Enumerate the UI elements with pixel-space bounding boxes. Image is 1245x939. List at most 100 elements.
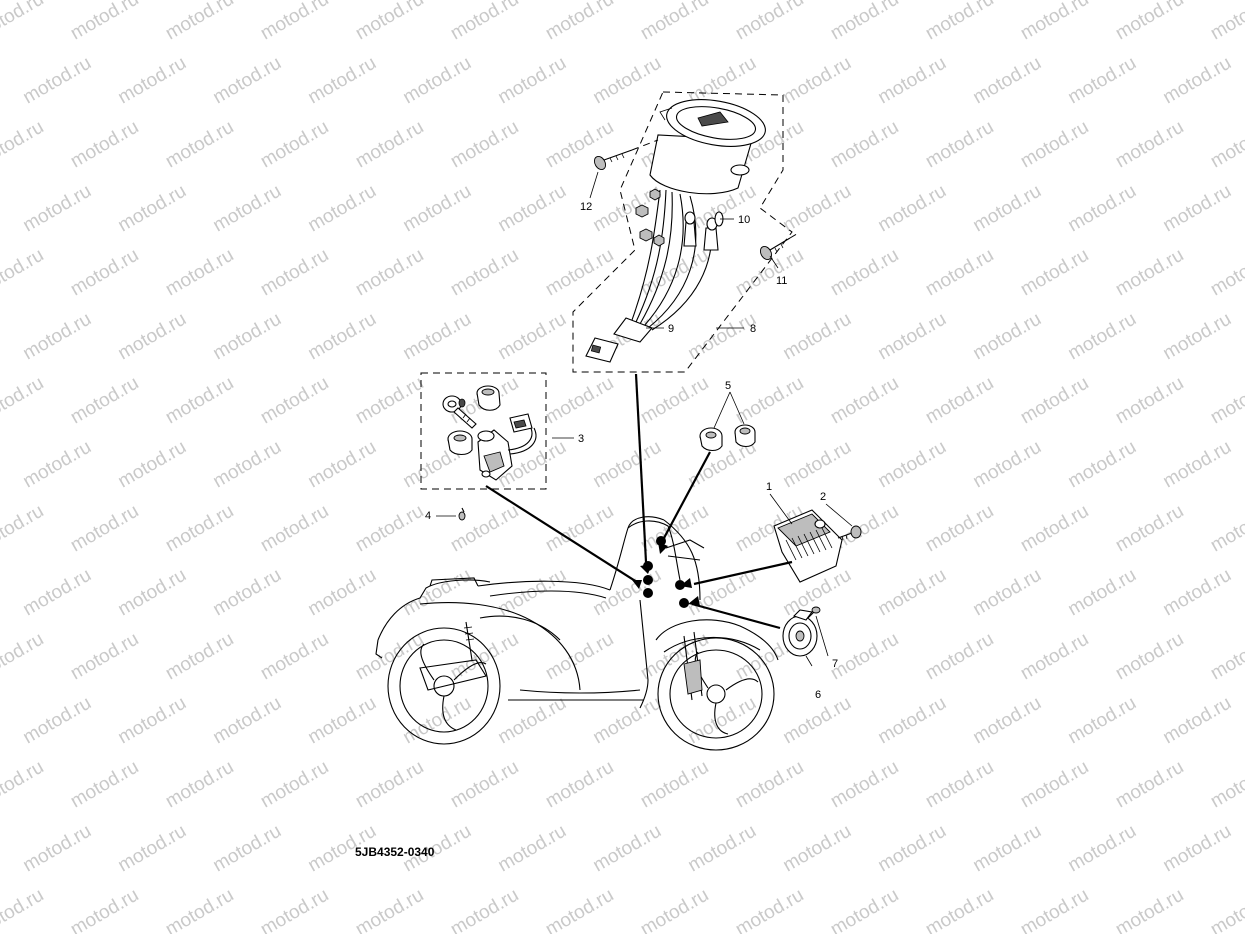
watermark-text: motod.ru [0, 0, 47, 44]
watermark-text: motod.ru [257, 629, 332, 685]
watermark-text: motod.ru [20, 565, 95, 621]
watermark-text: motod.ru [495, 309, 570, 365]
watermark-text: motod.ru [115, 565, 190, 621]
watermark-text: motod.ru [305, 309, 380, 365]
watermark-text: motod.ru [20, 53, 95, 109]
arrow-relay [663, 451, 711, 539]
watermark-text: motod.ru [162, 757, 237, 813]
callout-5: 5 [725, 380, 731, 392]
watermark-text: motod.ru [970, 181, 1045, 237]
watermark-text: motod.ru [162, 885, 237, 934]
bolt-2 [837, 525, 862, 541]
mount-dot [656, 536, 666, 546]
watermark-text: motod.ru [922, 757, 997, 813]
watermark-text: motod.ru [542, 757, 617, 813]
diagram-code: 5JB4352-0340 [355, 845, 435, 859]
watermark-text: motod.ru [922, 245, 997, 301]
watermark-text: motod.ru [352, 629, 427, 685]
callout-1: 1 [766, 481, 772, 493]
watermark-text: motod.ru [590, 821, 665, 877]
watermark-text: motod.ru [1112, 373, 1187, 429]
watermark-text: motod.ru [257, 757, 332, 813]
watermark-text: motod.ru [352, 0, 427, 44]
watermark-text: motod.ru [732, 885, 807, 934]
callout-2: 2 [820, 491, 826, 503]
main-switch-kit [420, 372, 547, 490]
arrow-main-switch [485, 485, 641, 585]
watermark-text: motod.ru [67, 0, 142, 44]
watermark-text: motod.ru [400, 565, 475, 621]
watermark-text: motod.ru [875, 821, 950, 877]
watermark-text: motod.ru [0, 757, 47, 813]
watermark-text: motod.ru [1065, 309, 1140, 365]
watermark-text: motod.ru [20, 309, 95, 365]
watermark-text: motod.ru [115, 821, 190, 877]
watermark-text: motod.ru [637, 757, 712, 813]
mount-dot [643, 588, 653, 598]
watermark-text: motod.ru [1017, 245, 1092, 301]
watermark-text: motod.ru [970, 309, 1045, 365]
watermark-text: motod.ru [400, 181, 475, 237]
meter-gauge [649, 99, 766, 195]
main-switch-boundary [420, 372, 547, 490]
watermark-text: motod.ru [590, 181, 665, 237]
main-switch-body [477, 413, 537, 481]
watermark-text: motod.ru [970, 565, 1045, 621]
watermark-text: motod.ru [827, 373, 902, 429]
watermark-text: motod.ru [0, 245, 47, 301]
watermark-text: motod.ru [637, 885, 712, 934]
watermark-text: motod.ru [495, 693, 570, 749]
watermark-text: motod.ru [67, 885, 142, 934]
watermark-text: motod.ru [1160, 821, 1235, 877]
watermark-text: motod.ru [0, 629, 47, 685]
watermark-text: motod.ru [732, 0, 807, 44]
watermark-text: motod.ru [115, 309, 190, 365]
watermark-text: motod.ru [922, 885, 997, 934]
watermark-text: motod.ru [162, 373, 237, 429]
watermark-text: motod.ru [162, 117, 237, 173]
watermark-text: motod.ru [542, 117, 617, 173]
callout-3: 3 [578, 433, 584, 445]
watermark-text: motod.ru [447, 0, 522, 44]
watermark-text: motod.ru [257, 885, 332, 934]
watermark-text: motod.ru [1112, 629, 1187, 685]
watermark-text: motod.ru [1207, 245, 1245, 301]
seat-lock [476, 385, 501, 411]
watermark-text: motod.ru [210, 565, 285, 621]
watermark-text: motod.ru [1160, 565, 1235, 621]
watermark-text: motod.ru [1160, 181, 1235, 237]
watermark-text: motod.ru [1065, 181, 1140, 237]
watermark-text: motod.ru [827, 0, 902, 44]
watermark-text: motod.ru [257, 373, 332, 429]
watermark-text: motod.ru [1112, 0, 1187, 44]
watermark-text: motod.ru [1207, 0, 1245, 44]
watermark-text: motod.ru [780, 693, 855, 749]
watermark-text: motod.ru [922, 373, 997, 429]
meter-assembly [572, 91, 801, 373]
watermark-text: motod.ru [922, 629, 997, 685]
arrow-horn [691, 602, 781, 630]
mount-dot [643, 561, 653, 571]
watermark-text: motod.ru [1160, 693, 1235, 749]
watermark-text: motod.ru [352, 117, 427, 173]
connection-arrows [485, 373, 793, 630]
watermark-text: motod.ru [637, 373, 712, 429]
scooter-outline [375, 516, 779, 751]
watermark-text: motod.ru [1112, 885, 1187, 934]
regulator [773, 509, 843, 583]
watermark-text: motod.ru [732, 757, 807, 813]
watermark-text: motod.ru [970, 821, 1045, 877]
watermark-text: motod.ru [447, 757, 522, 813]
watermark-text: motod.ru [780, 53, 855, 109]
watermark-text: motod.ru [210, 181, 285, 237]
watermark-text: motod.ru [162, 245, 237, 301]
watermark-text: motod.ru [257, 0, 332, 44]
watermark-text: motod.ru [970, 693, 1045, 749]
meter-nuts [635, 188, 665, 247]
watermark-text: motod.ru [1017, 501, 1092, 557]
watermark-text: motod.ru [257, 117, 332, 173]
watermark-text: motod.ru [590, 437, 665, 493]
watermark-text: motod.ru [970, 437, 1045, 493]
